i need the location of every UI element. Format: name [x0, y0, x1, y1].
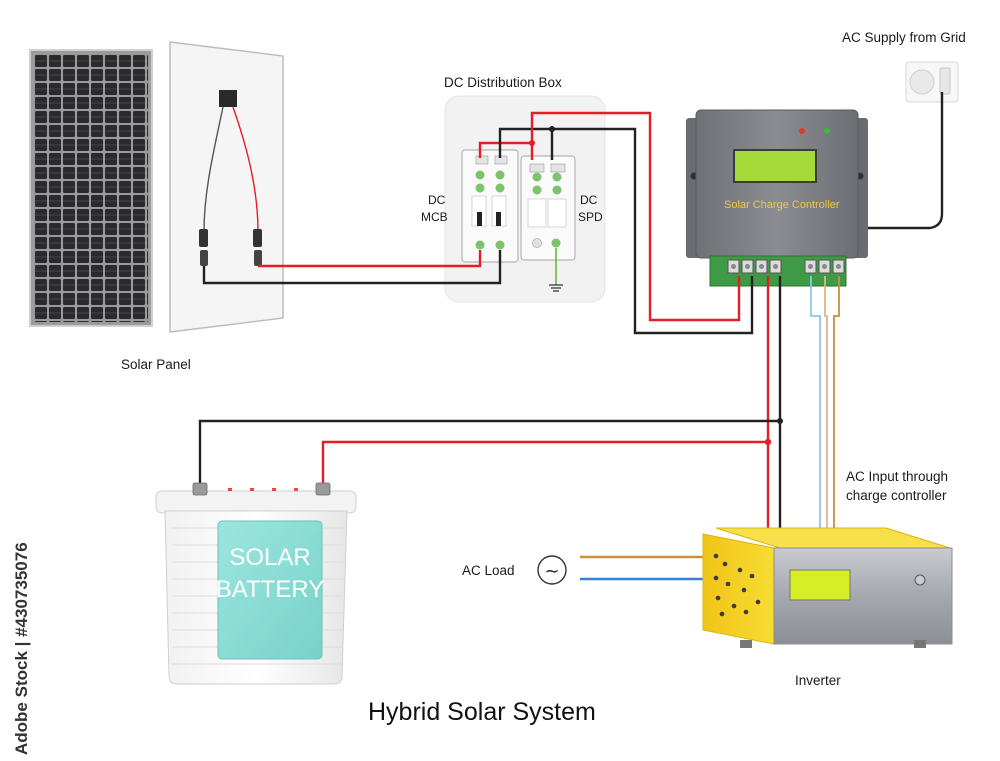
controller-status-led-green	[824, 128, 830, 134]
battery-label-panel	[217, 520, 323, 660]
junction-box	[219, 90, 237, 107]
ac-load-label: AC Load	[462, 563, 515, 578]
ac-input-label-line2: charge controller	[846, 488, 947, 503]
dc-mcb-label-line2: MCB	[421, 210, 448, 224]
inverter-foot-left	[740, 640, 752, 648]
controller-body	[695, 109, 859, 259]
ac-supply-label: AC Supply from Grid	[842, 30, 966, 45]
inverter-vents	[713, 553, 761, 617]
wire-ac-input-3	[833, 276, 840, 532]
controller-status-led-red	[799, 128, 805, 134]
ac-load-symbol: ~	[537, 555, 567, 585]
mc4-connector-negative-b	[200, 250, 208, 266]
earth-symbol	[549, 284, 563, 292]
wire-panel-positive	[258, 250, 482, 268]
ac-load-circle	[537, 555, 567, 585]
ac-sine-glyph: ~	[544, 561, 559, 582]
solar-battery: SOLAR BATTERY	[155, 482, 357, 685]
inverter-foot-right	[914, 640, 926, 648]
battery-label-line1: SOLAR	[229, 544, 310, 571]
diagram-title: Hybrid Solar System	[368, 698, 596, 726]
solar-panel-cells	[34, 54, 148, 322]
panel-lead-positive	[232, 106, 259, 233]
inverter-front	[702, 533, 775, 645]
solar-charge-controller	[686, 109, 868, 287]
grid-socket	[905, 61, 959, 103]
wire-spd-positive	[530, 111, 741, 322]
dc-mcb-label-line1: DC	[428, 193, 446, 207]
solar-panel-label: Solar Panel	[121, 357, 191, 372]
wiring	[198, 92, 944, 581]
mc4-connector-positive-a	[253, 229, 262, 247]
inverter	[702, 527, 953, 648]
dc-spd-label-line1: DC	[580, 193, 598, 207]
solar-panel	[29, 41, 284, 333]
dc-mcb	[461, 149, 519, 263]
inverter-label: Inverter	[795, 673, 841, 688]
wire-battery-negative-bus	[198, 419, 780, 492]
ac-input-label-line1: AC Input through	[846, 469, 949, 484]
battery-terminals	[192, 482, 331, 496]
dc-spd-label-line2: SPD	[578, 210, 603, 224]
dc-distribution-box	[444, 95, 606, 303]
mc4-connector-positive-b	[254, 250, 262, 266]
inverter-lcd	[789, 569, 851, 601]
wire-junction-dots	[529, 126, 783, 446]
mc4-connector-negative-a	[199, 229, 208, 247]
wire-grid-to-controller	[868, 92, 944, 230]
wire-battery-positive-bus	[321, 440, 768, 492]
battery-vent-caps	[228, 488, 298, 491]
controller-lcd	[733, 149, 817, 183]
stock-watermark: Adobe Stock | #430735076	[12, 542, 31, 755]
solar-panel-back-frame	[169, 41, 284, 333]
socket-switch	[939, 67, 951, 95]
wire-ac-input-1	[810, 276, 821, 532]
wire-mcb-negative-top	[498, 127, 754, 335]
battery-label-line2: BATTERY	[216, 576, 324, 603]
panel-lead-negative	[203, 106, 224, 233]
wire-mcb-positive-top	[478, 141, 532, 158]
dc-distribution-box-label: DC Distribution Box	[444, 75, 562, 90]
charge-controller-label: Solar Charge Controller	[724, 199, 840, 211]
inverter-power-button	[914, 574, 926, 586]
wire-panel-negative	[202, 250, 502, 285]
socket-outlet	[909, 69, 935, 95]
wire-ac-input-2	[824, 276, 828, 532]
dc-spd	[520, 155, 576, 261]
stock-watermark-text: Adobe Stock | #430735076	[12, 542, 31, 755]
